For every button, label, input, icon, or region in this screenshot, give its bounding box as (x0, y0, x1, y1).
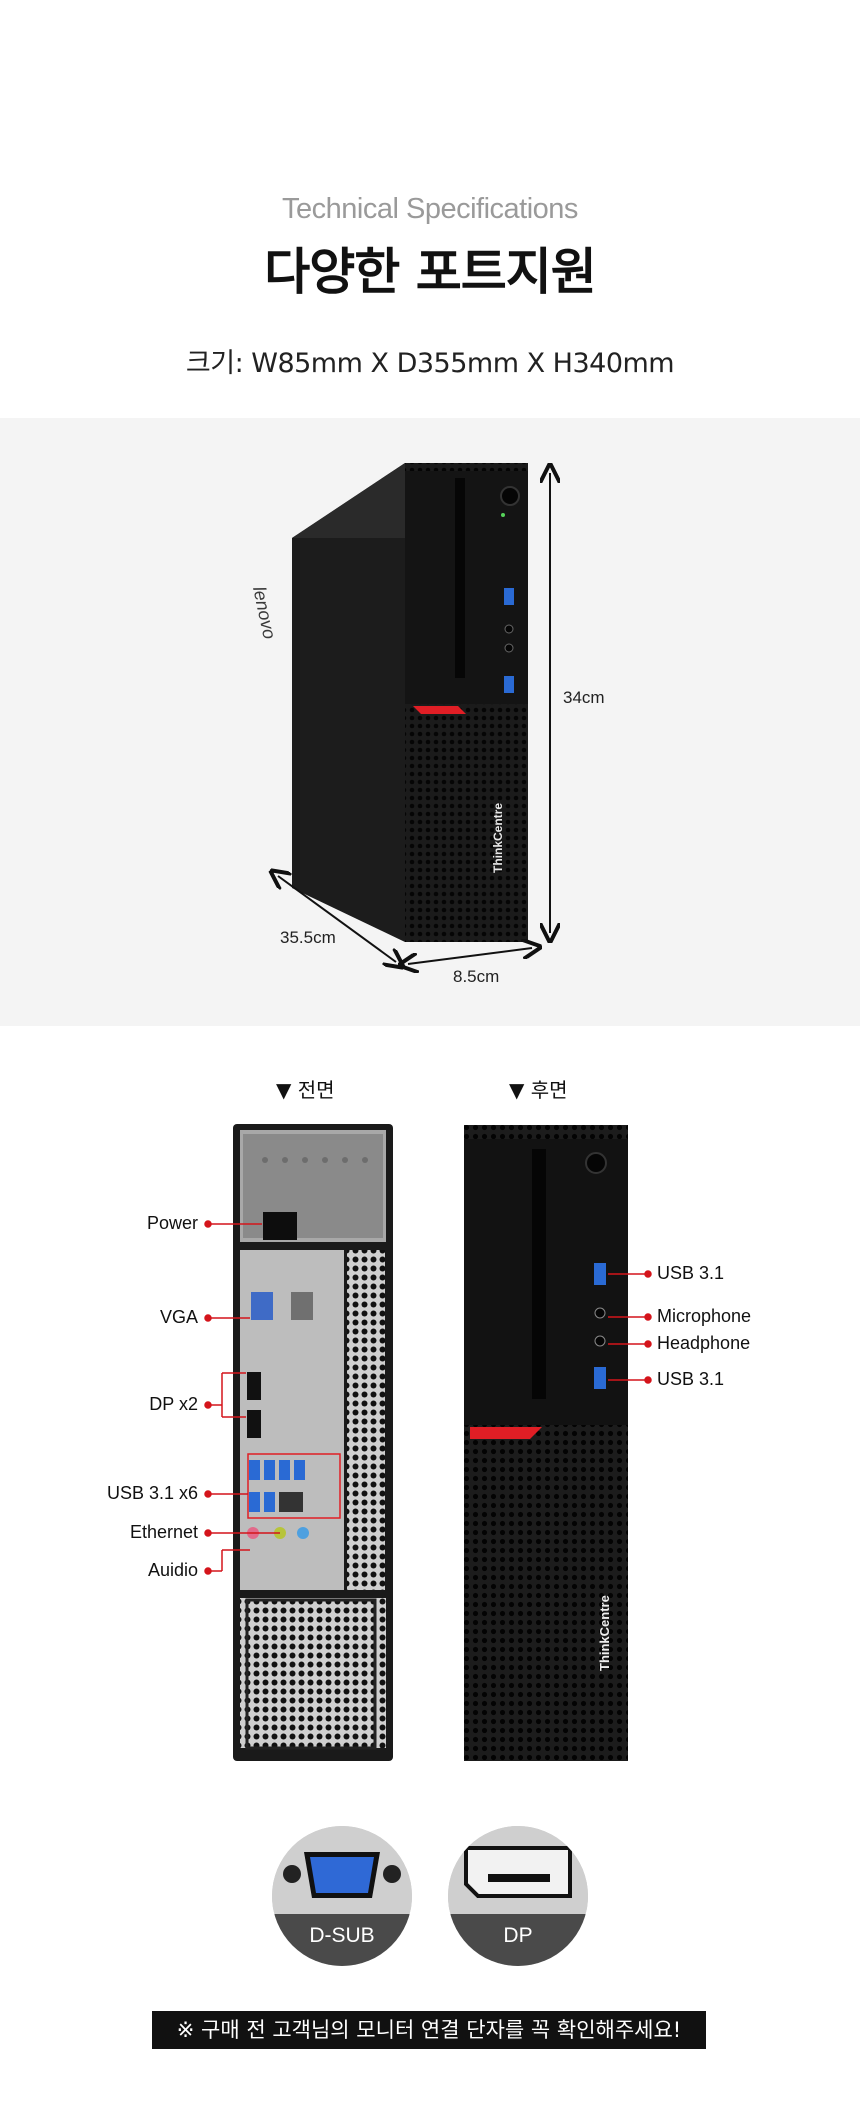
size-spec: 크기: W85mm X D355mm X H340mm (185, 348, 675, 379)
section-title: 다양한 포트지원 (264, 243, 596, 301)
rear-panel-illustration (233, 1124, 393, 1761)
front-port-microphone: Microphone (657, 1306, 752, 1326)
vga-port-icon (251, 1292, 273, 1320)
connector-dp-label: DP (448, 1914, 588, 1966)
section-subtitle: Technical Specifications (282, 193, 578, 225)
width-arrow (408, 948, 532, 964)
front-port-headphone: Headphone (657, 1333, 751, 1353)
depth-arrow (278, 876, 396, 962)
rear-port-audio: Auidio (147, 1560, 198, 1580)
height-label: 34cm (563, 688, 605, 707)
front-panel-illustration: ThinkCentre (464, 1125, 628, 1761)
red-accent-stripe (413, 706, 466, 714)
rear-port-power: Power (146, 1213, 198, 1233)
brand-front-text: ThinkCentre (491, 803, 505, 873)
connector-dp: DP (448, 1826, 588, 1966)
power-socket-icon (263, 1212, 297, 1240)
depth-label: 35.5cm (280, 928, 336, 947)
width-label: 8.5cm (453, 967, 500, 986)
rear-port-usb: USB 3.1 x6 (106, 1483, 198, 1503)
rear-port-dp: DP x2 (149, 1394, 198, 1414)
front-port-usb-top: USB 3.1 (657, 1263, 725, 1283)
connector-dsub-label: D-SUB (272, 1914, 412, 1966)
rear-port-ethernet: Ethernet (129, 1522, 198, 1542)
rear-view-label: ▼ 전면 (276, 1078, 335, 1102)
tower-side-panel (292, 463, 405, 942)
purchase-notice: ※ 구매 전 고객님의 모니터 연결 단자를 꼭 확인해주세요! (152, 2011, 706, 2049)
front-port-usb-bottom: USB 3.1 (657, 1369, 725, 1389)
brand-side-text: lenovo (249, 585, 280, 641)
tower-dimension-illustration: lenovo ThinkCentre (249, 463, 860, 1026)
connector-dsub: D-SUB (272, 1826, 412, 1966)
brand-front-text-2: ThinkCentre (597, 1595, 612, 1671)
port-pointer-lines (204, 1220, 652, 1575)
rear-port-vga: VGA (159, 1307, 198, 1327)
front-view-label: ▼ 후면 (509, 1078, 568, 1102)
